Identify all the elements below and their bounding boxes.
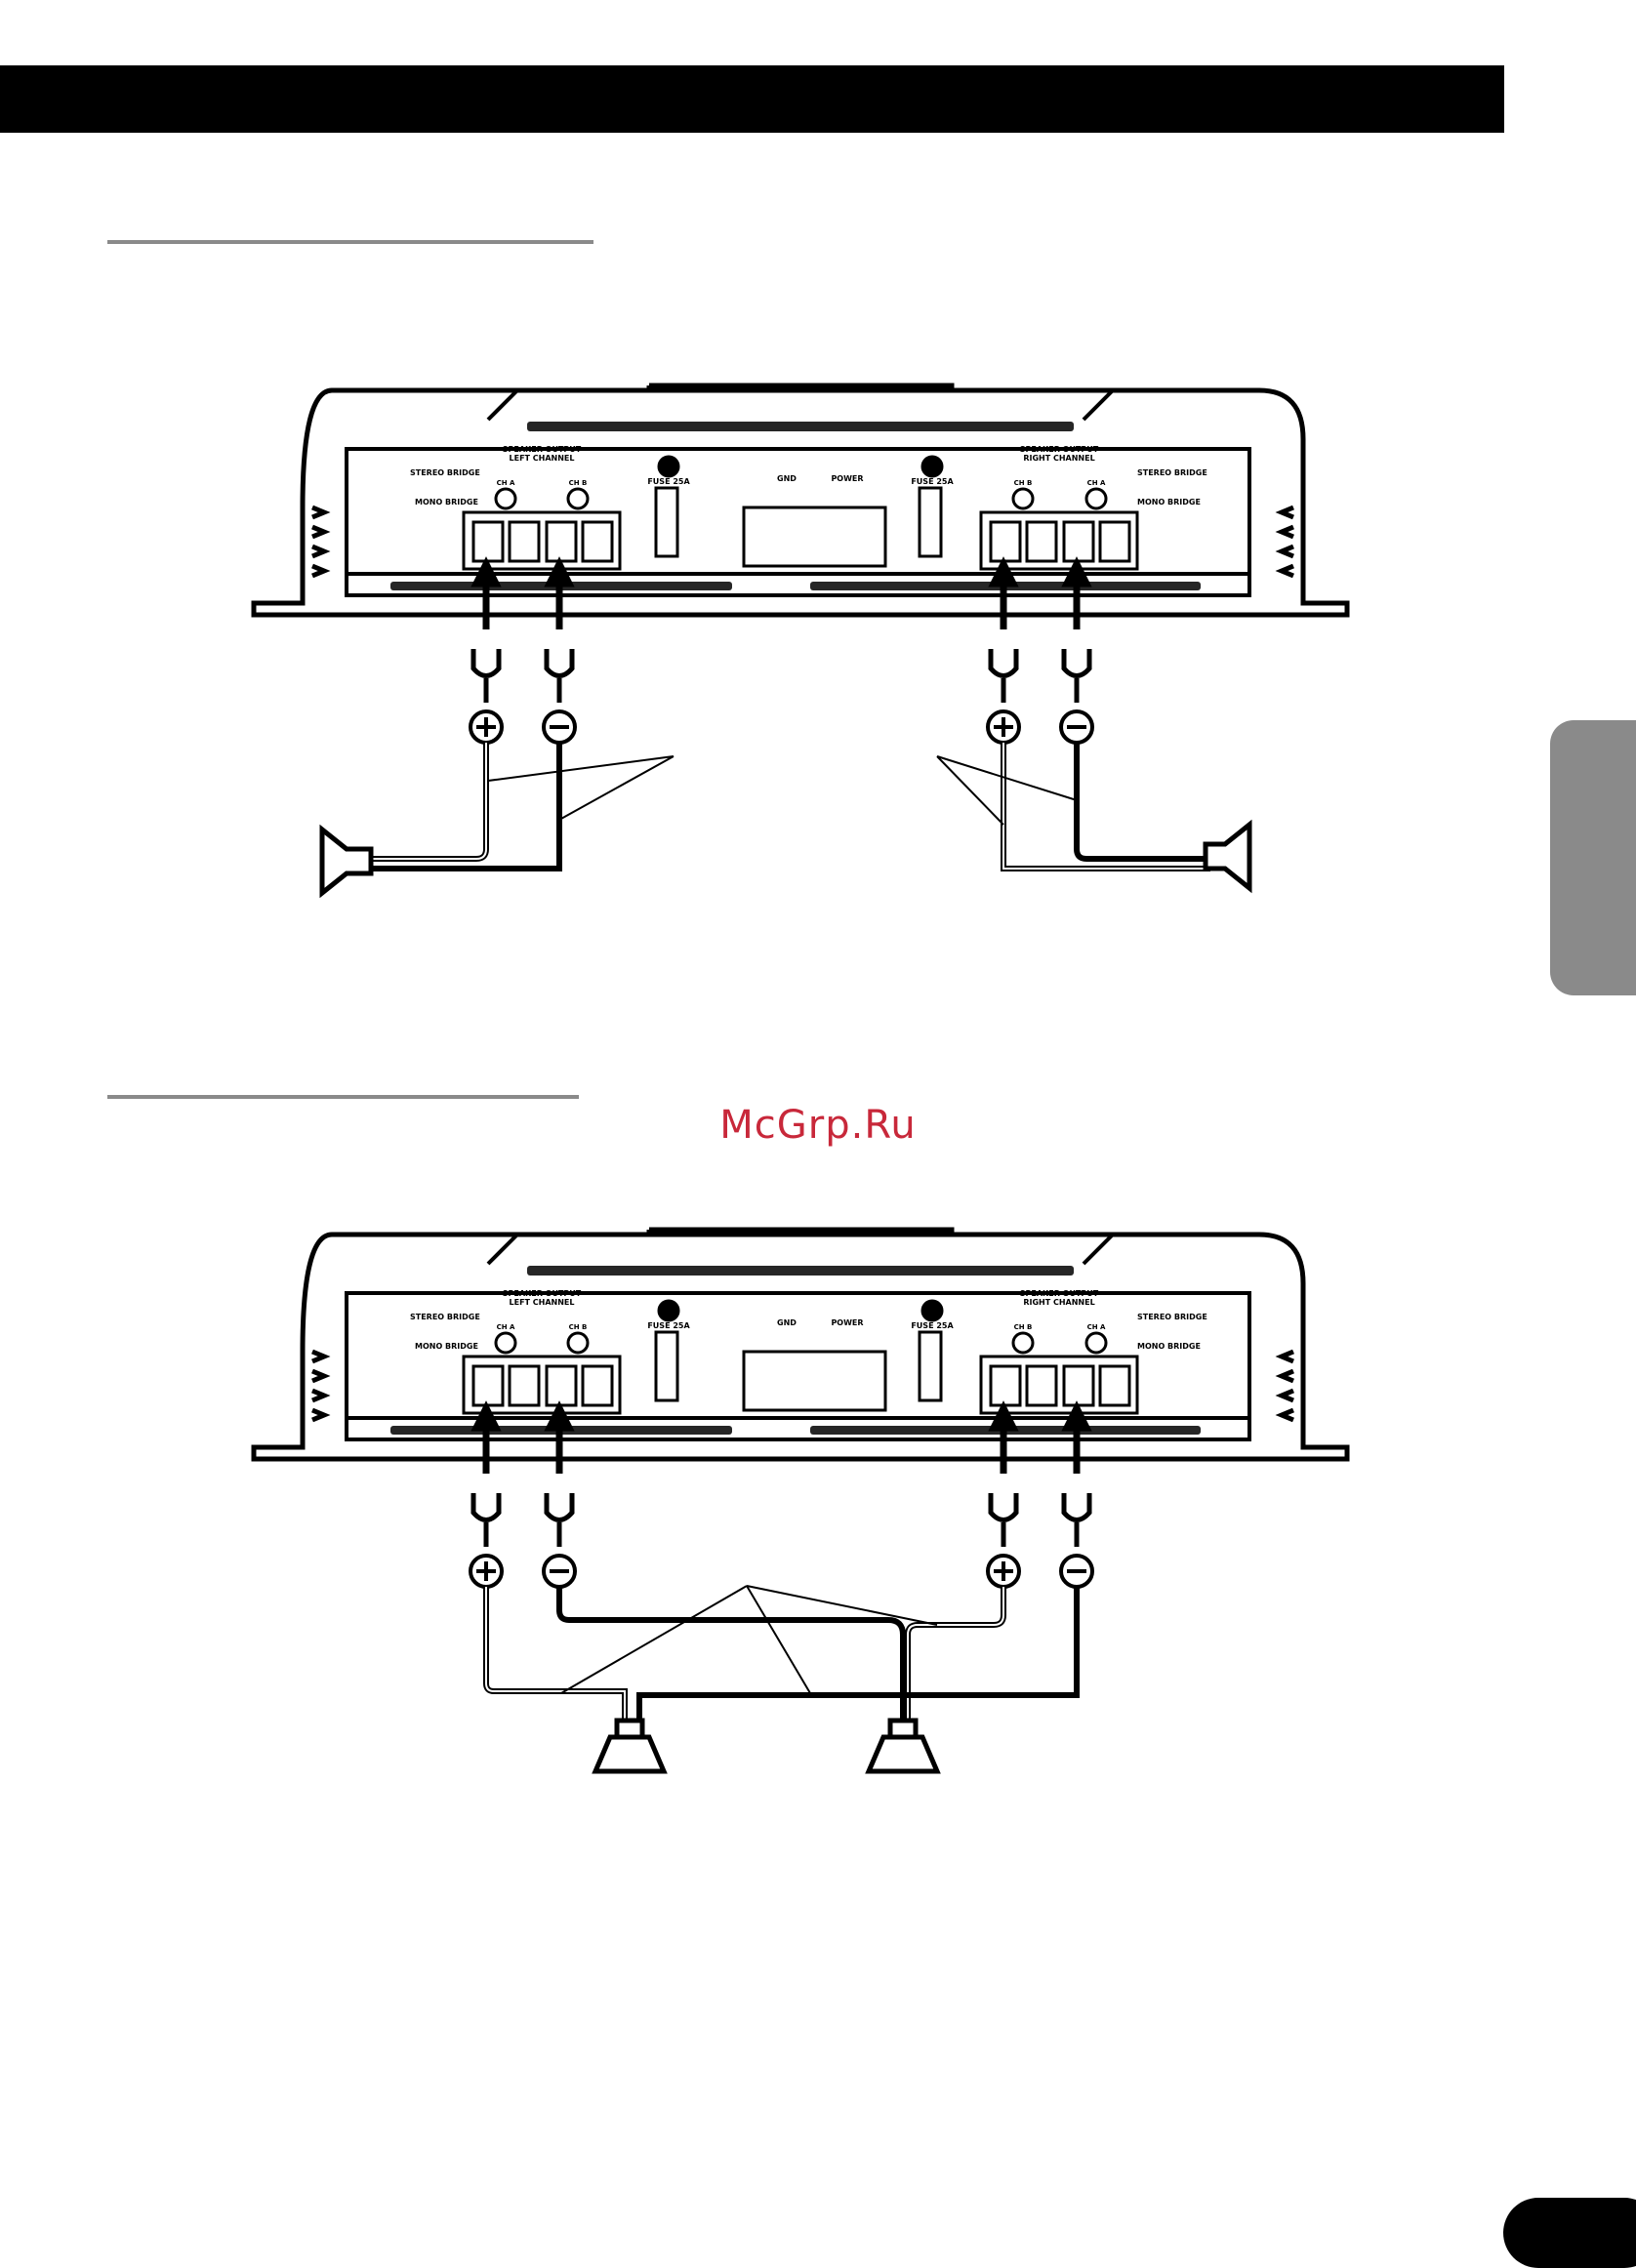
- svg-text:GND: GND: [777, 1318, 797, 1327]
- svg-text:CH A: CH A: [497, 479, 515, 487]
- svg-text:FUSE 25A: FUSE 25A: [911, 1321, 954, 1330]
- power-block: [654, 486, 943, 568]
- svg-text:FUSE 25A: FUSE 25A: [911, 477, 954, 486]
- svg-text:LEFT CHANNEL: LEFT CHANNEL: [510, 1298, 575, 1307]
- svg-text:MONO BRIDGE: MONO BRIDGE: [1137, 498, 1201, 506]
- svg-text:LEFT CHANNEL: LEFT CHANNEL: [510, 454, 575, 463]
- svg-text:MONO BRIDGE: MONO BRIDGE: [1137, 1342, 1201, 1351]
- svg-text:CH B: CH B: [1014, 479, 1033, 487]
- svg-text:POWER: POWER: [831, 1318, 863, 1327]
- header-bar: [0, 65, 1504, 133]
- svg-text:CH B: CH B: [1014, 1323, 1033, 1331]
- watermark: McGrp.Ru: [719, 1103, 917, 1148]
- spade-connectors: [470, 1493, 1092, 1547]
- svg-text:SPEAKER OUTPUT: SPEAKER OUTPUT: [1020, 445, 1099, 454]
- page-number-oval: [1503, 2198, 1636, 2268]
- mono-wiring-diagram: SPEAKER OUTPUT LEFT CHANNEL SPEAKER OUTP…: [251, 1227, 1350, 1774]
- stereo-wiring-diagram: SPEAKER OUTPUT LEFT CHANNEL SPEAKER OUTP…: [251, 383, 1350, 899]
- section-rule-2: [107, 1095, 579, 1099]
- labels: SPEAKER OUTPUT LEFT CHANNEL SPEAKER OUTP…: [410, 1289, 1207, 1351]
- polarity-symbols: [469, 1554, 1094, 1589]
- svg-text:SPEAKER OUTPUT: SPEAKER OUTPUT: [503, 445, 582, 454]
- amplifier: [251, 383, 1350, 618]
- svg-text:CH B: CH B: [569, 1323, 588, 1331]
- amplifier: [251, 1227, 1350, 1462]
- svg-text:RIGHT CHANNEL: RIGHT CHANNEL: [1023, 1298, 1094, 1307]
- svg-text:STEREO BRIDGE: STEREO BRIDGE: [1137, 1313, 1207, 1321]
- svg-text:MONO BRIDGE: MONO BRIDGE: [415, 498, 478, 506]
- speaker-wires: [483, 1585, 1080, 1722]
- speakers: [319, 819, 1252, 899]
- arrows: [470, 1400, 1092, 1474]
- svg-text:STEREO BRIDGE: STEREO BRIDGE: [410, 1313, 480, 1321]
- svg-text:POWER: POWER: [831, 474, 863, 483]
- svg-text:CH A: CH A: [1087, 1323, 1106, 1331]
- svg-text:RIGHT CHANNEL: RIGHT CHANNEL: [1023, 454, 1094, 463]
- section-rule-1: [107, 240, 593, 244]
- svg-text:CH B: CH B: [569, 479, 588, 487]
- svg-text:FUSE 25A: FUSE 25A: [647, 477, 690, 486]
- terminal-screws: [494, 455, 1108, 510]
- power-block: [654, 1330, 943, 1412]
- svg-text:FUSE 25A: FUSE 25A: [647, 1321, 690, 1330]
- terminal-screws: [494, 1299, 1108, 1355]
- side-tab: [1550, 720, 1636, 995]
- polarity-symbols: [469, 709, 1094, 745]
- arrows: [470, 556, 1092, 629]
- labels: SPEAKER OUTPUT LEFT CHANNEL SPEAKER OUTP…: [410, 445, 1207, 506]
- svg-text:CH A: CH A: [1087, 479, 1106, 487]
- spade-connectors: [470, 649, 1092, 703]
- svg-text:GND: GND: [777, 474, 797, 483]
- svg-text:SPEAKER OUTPUT: SPEAKER OUTPUT: [503, 1289, 582, 1298]
- speakers: [592, 1718, 941, 1774]
- svg-text:STEREO BRIDGE: STEREO BRIDGE: [410, 468, 480, 477]
- svg-text:SPEAKER OUTPUT: SPEAKER OUTPUT: [1020, 1289, 1099, 1298]
- svg-text:STEREO BRIDGE: STEREO BRIDGE: [1137, 468, 1207, 477]
- svg-text:CH A: CH A: [497, 1323, 515, 1331]
- speaker-wires: [371, 743, 1210, 871]
- svg-text:MONO BRIDGE: MONO BRIDGE: [415, 1342, 478, 1351]
